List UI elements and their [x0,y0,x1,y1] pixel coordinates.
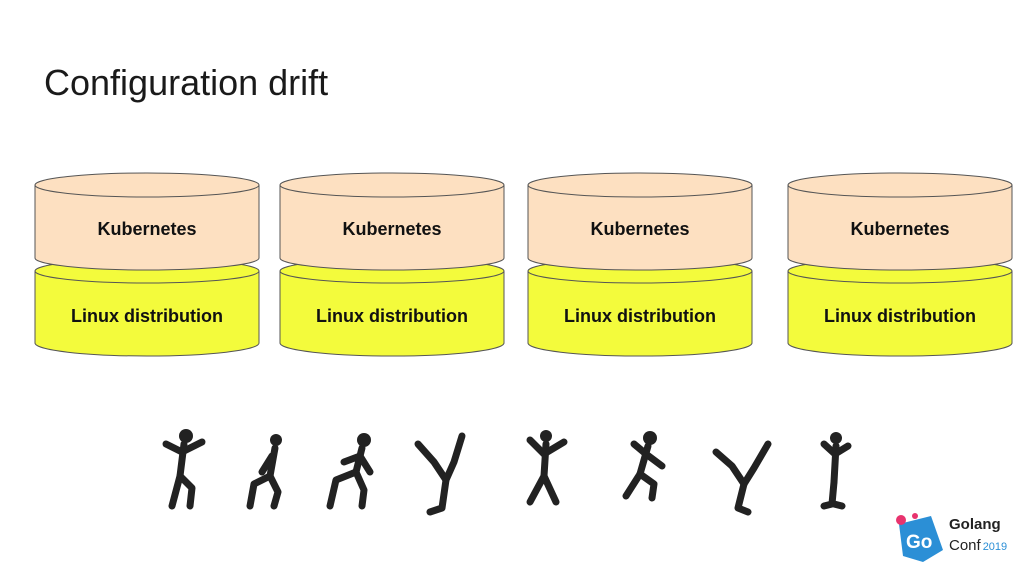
stack-cylinders [787,172,1013,357]
stick-figure-1 [162,429,206,510]
dancing-figures-illustration [162,429,852,516]
stack-3: Kubernetes Linux distribution [527,170,753,362]
kubernetes-layer-label: Kubernetes [97,219,197,239]
stick-figure-5 [526,430,568,506]
logo-line-golang: Golang [949,516,1001,533]
stick-figure-3 [326,433,374,510]
stack-4: Kubernetes Linux distribution [787,170,1013,362]
slide-title: Configuration drift [44,62,329,103]
logo-conf-text: Conf [949,537,981,554]
linux-layer-label: Linux distribution [824,306,976,326]
logo-year: 2019 [982,541,1008,553]
stick-figure-6 [622,431,666,502]
stack-1: Kubernetes Linux distribution [34,170,260,362]
stack-cylinders [34,172,260,357]
dancing-figures [150,426,870,526]
stick-figure-8 [820,432,852,510]
linux-layer-label: Linux distribution [316,306,468,326]
stick-figure-2 [246,434,282,510]
stack-2: Kubernetes Linux distribution [279,170,505,362]
linux-layer-label: Linux distribution [71,306,223,326]
stick-figure-4 [414,432,466,516]
kubernetes-layer-label: Kubernetes [342,219,442,239]
kubernetes-layer-label: Kubernetes [590,219,690,239]
stick-figure-7 [712,440,772,516]
go-logo-mark-text: Go [906,532,932,553]
kubernetes-layer-label: Kubernetes [850,219,950,239]
stack-cylinders [279,172,505,357]
go-logo-mark-icon: Go [896,513,943,562]
stack-cylinders [527,172,753,357]
linux-layer-label: Linux distribution [564,306,716,326]
